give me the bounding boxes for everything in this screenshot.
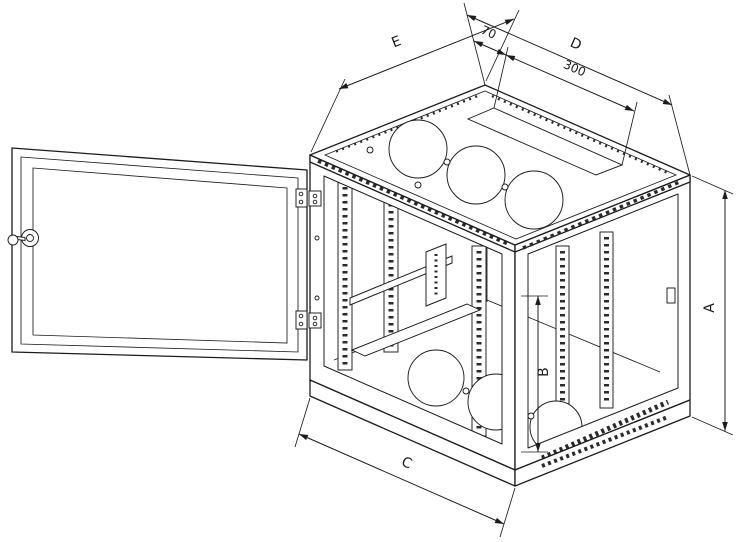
- top-screw-hole: [501, 183, 509, 191]
- witness-line: [621, 101, 638, 166]
- top-vent-hole: [446, 145, 506, 205]
- hinge-bottom-door-leaf: [295, 310, 308, 330]
- dim-label-E: E: [389, 33, 403, 51]
- top-rim: [323, 90, 678, 240]
- floor-screw-hole: [462, 387, 470, 395]
- lid-vent-slots: [317, 159, 509, 246]
- dimension-line-70: [473, 40, 507, 56]
- dimension-line-300: [505, 54, 635, 112]
- rack-rail-side-2: [599, 231, 614, 409]
- floor-screw-hole: [527, 412, 535, 420]
- witness-line: [691, 416, 734, 436]
- hinges: [295, 188, 322, 330]
- side-glass-frame: [527, 193, 679, 449]
- hinge-pin: [298, 313, 304, 319]
- side-panel-latch: [666, 287, 676, 304]
- dimension-line-C: [298, 433, 505, 525]
- door-inner-frame: [20, 156, 299, 353]
- frame-bolt: [314, 295, 320, 301]
- top-vent-hole: [388, 119, 448, 179]
- lid-vent-slots: [522, 179, 683, 250]
- cabinet-lid: [309, 84, 691, 253]
- hinge-pin: [312, 315, 318, 321]
- hinge-pin: [312, 193, 318, 199]
- witness-line: [499, 487, 516, 538]
- top-screw-hole: [443, 158, 451, 166]
- witness-line: [493, 46, 509, 109]
- floor-vent-hole: [407, 349, 465, 407]
- floor-cable-slot: [350, 303, 482, 357]
- hinge-pin: [312, 199, 318, 205]
- dim-label-A: A: [702, 303, 718, 313]
- key-head: [7, 234, 19, 246]
- hinge-top-frame-leaf: [308, 190, 322, 207]
- hinge-pin: [298, 191, 304, 197]
- top-cable-entry-slot: [466, 107, 624, 176]
- witness-line: [310, 78, 346, 153]
- top-vent-hole: [504, 170, 564, 230]
- witness-line: [691, 175, 734, 195]
- witness-line: [294, 397, 311, 448]
- plinth-right: [514, 399, 691, 487]
- glass-door: [7, 147, 308, 361]
- witness-line: [668, 94, 691, 176]
- cabinet-body: [309, 154, 691, 487]
- dim-label-D: D: [567, 35, 583, 54]
- hinge-pin: [298, 199, 304, 205]
- interior-mounting-plate: [425, 243, 447, 307]
- top-screw-hole: [366, 146, 374, 154]
- hinge-pin: [312, 321, 318, 327]
- dim-label-70: 70: [479, 23, 499, 42]
- frame-bolt: [314, 235, 320, 241]
- door-glass-edge: [32, 167, 288, 344]
- plinth-vent-slots: [541, 415, 669, 468]
- dim-label-B: B: [536, 367, 552, 377]
- hinge-bottom-frame-leaf: [308, 312, 322, 329]
- top-screw-hole: [414, 181, 422, 189]
- door-lock-core: [26, 234, 34, 242]
- hinge-top-door-leaf: [295, 188, 308, 208]
- door-outline: [11, 147, 308, 361]
- dim-label-C: C: [399, 454, 415, 473]
- hinge-pin: [298, 321, 304, 327]
- dim-label-300: 300: [561, 57, 588, 79]
- rack-rail-rear-left: [383, 176, 399, 353]
